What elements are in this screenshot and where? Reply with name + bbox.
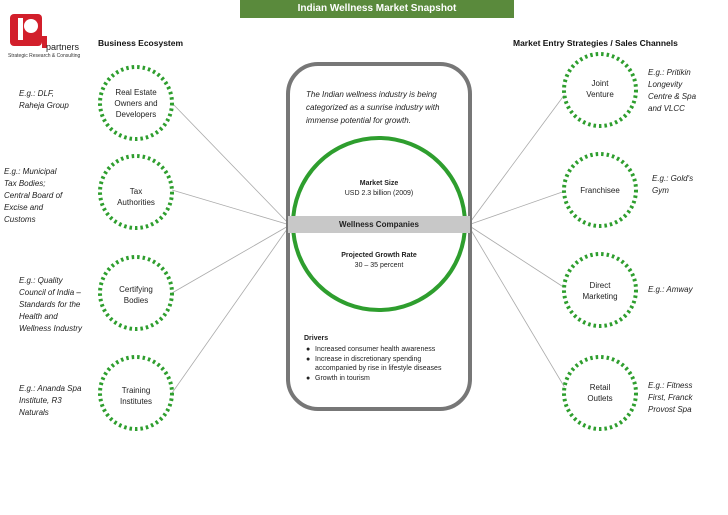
left-connectors [171,102,291,394]
logo-brand: partners [46,42,80,52]
node-franchisee: Franchisee [580,186,620,195]
drivers-list: ●Increased consumer health awareness ●In… [306,345,468,383]
left-heading: Business Ecosystem [98,38,184,48]
driver-item: ●Growth in tourism [306,374,370,382]
market-size-title: Market Size [359,180,399,187]
right-heading: Market Entry Strategies / Sales Channels [513,38,678,48]
circle-training [98,355,174,431]
center-frame [286,62,472,411]
drivers-title: Drivers [304,335,329,342]
circle-tax [98,154,174,230]
circle-certifying [98,255,174,331]
right-circles [562,52,638,431]
driver-item: ●Increased consumer health awareness [306,346,436,353]
logo-mark [10,14,47,48]
circle-real-estate [98,65,174,141]
band-label: Wellness Companies [339,220,419,229]
circle-direct-marketing [562,252,638,328]
wellness-band: Wellness Companies [288,216,470,233]
left-circles [98,65,174,431]
circle-retail [562,355,638,431]
page-title: Indian Wellness Market Snapshot [240,0,514,18]
logo-tagline: Strategic Research & Consulting [8,53,81,59]
growth-title: Projected Growth Rate [341,252,417,259]
growth-value: 30 – 35 percent [354,262,404,269]
example-direct-marketing: E.g.: Amway [648,285,693,294]
market-size-value: USD 2.3 billion (2009) [344,190,414,197]
right-connectors [467,89,569,394]
circle-franchisee [562,152,638,228]
circle-joint-venture [562,52,638,128]
example-real-estate: E.g.: DLF,Raheja Group [19,89,69,110]
